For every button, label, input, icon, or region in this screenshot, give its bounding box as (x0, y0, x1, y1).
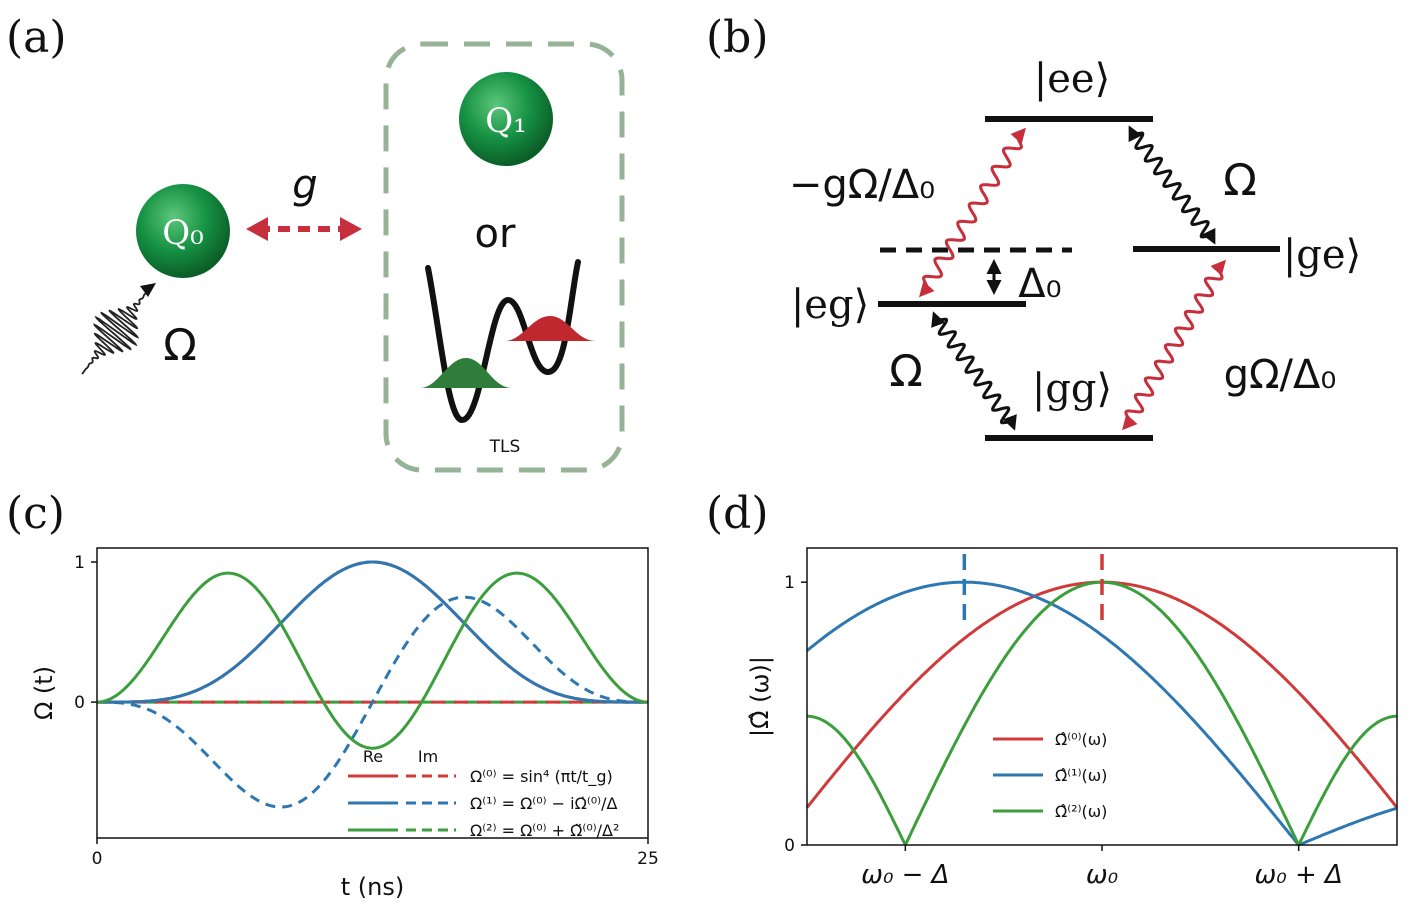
panel-d: (d) 0 1 ω₀ − Δ ω₀ ω₀ + Δ |Ω̂ (ω)| Ω̂⁽⁰⁾(ω) Ω̂⁽¹… (706, 488, 1399, 890)
plot-c: 0 1 0 25 t (ns) Ω (t) Re ImΩ⁽⁰⁾ = sin⁴ (πt/t_g)… (30, 547, 659, 901)
tls-label: TLS (489, 437, 521, 457)
panel-b: (b) |ee⟩ |ge⟩ |eg⟩ |gg⟩ Δ₀ −gΩ/Δ₀ gΩ/Δ₀ … (706, 12, 1361, 441)
panel-c-label: (c) (6, 488, 65, 539)
panel-c: (c) 0 1 0 25 t (ns) Ω (t) Re ImΩ⁽⁰⁾ = sin⁴ (πt/… (6, 488, 659, 901)
drive-wavepacket (81, 287, 151, 375)
qubit-q1-label: Q₁ (485, 101, 527, 141)
plot-d: 0 1 ω₀ − Δ ω₀ ω₀ + Δ |Ω̂ (ω)| Ω̂⁽⁰⁾(ω) Ω̂⁽¹⁾(ω)… (746, 547, 1399, 890)
drive-label: Ω (163, 320, 197, 371)
transition-ge-gg (1122, 259, 1226, 431)
series-omega1-re (97, 560, 648, 704)
x-tick-label: 0 (92, 849, 103, 869)
legend-entry: Ω̂⁽¹⁾(ω) (1055, 766, 1107, 785)
dashed-box (383, 41, 625, 473)
transition-eg-ee (919, 127, 1026, 298)
omega-upper-label: Ω (1223, 155, 1257, 206)
y-axis-label: Ω (t) (30, 666, 58, 720)
coupling-label: g (292, 162, 317, 208)
panel-a-label: (a) (6, 12, 67, 63)
x-axis-label: t (ns) (341, 873, 404, 901)
y-tick-label: 0 (784, 836, 795, 856)
panel-b-label: (b) (706, 12, 769, 63)
rate-left: −gΩ/Δ₀ (789, 162, 935, 208)
series-omega1-im (97, 595, 648, 809)
coupling-arrowhead-left (246, 217, 268, 241)
legend-entry: Ω⁽⁰⁾ = sin⁴ (πt/t_g) (470, 767, 613, 787)
y-tick-label: 0 (74, 693, 85, 713)
ket-ee: |ee⟩ (1034, 56, 1110, 102)
rate-right: gΩ/Δ₀ (1224, 352, 1337, 398)
qubit-q1: Q₁ (459, 72, 553, 166)
y-tick-label: 1 (74, 553, 85, 573)
panel-a: (a) Q₀ Q₁ g Ω or TLS (6, 12, 625, 473)
omega-lower-label: Ω (889, 346, 923, 397)
tls-ground-wavepacket (420, 358, 512, 388)
series-omega2-re (96, 571, 649, 750)
panel-d-label: (d) (706, 488, 769, 539)
qubit-q0-sphere (136, 184, 230, 278)
qubit-q1-sphere (459, 72, 553, 166)
y-tick-label: 1 (784, 573, 795, 593)
legend-header-im: Im (418, 747, 438, 766)
ket-ge: |ge⟩ (1283, 232, 1361, 278)
series-omega0-re (97, 560, 648, 704)
ket-eg: |eg⟩ (791, 282, 869, 328)
detuning-label: Δ₀ (1018, 261, 1061, 307)
or-text: or (475, 211, 516, 257)
qubit-q0: Q₀ (136, 184, 230, 278)
legend-header-re: Re (363, 747, 383, 766)
legend-entry: Ω⁽²⁾ = Ω⁽⁰⁾ + Ω̈⁽⁰⁾/Δ² (470, 821, 619, 840)
plot-c-frame (96, 547, 649, 839)
x-tick-label: 25 (637, 849, 659, 869)
coupling-arrowhead-right (340, 217, 362, 241)
double-well-potential (425, 259, 581, 424)
ket-gg: |gg⟩ (1032, 366, 1112, 412)
transition-ee-ge (1128, 125, 1216, 245)
legend-entry: Ω⁽¹⁾ = Ω⁽⁰⁾ − iΩ̇⁽⁰⁾/Δ (470, 794, 617, 813)
x-tick-label: ω₀ (1086, 860, 1119, 890)
y-axis-label: |Ω̂ (ω)| (746, 656, 774, 737)
tls-excited-wavepacket (505, 316, 596, 341)
qubit-q0-label: Q₀ (162, 213, 204, 253)
legend-entry: Ω̂⁽⁰⁾(ω) (1055, 730, 1107, 749)
drive-arrowhead (140, 283, 156, 297)
transition-eg-gg (931, 311, 1017, 431)
legend-entry: Ω̂⁽²⁾(ω) (1055, 802, 1107, 821)
x-tick-label: ω₀ − Δ (861, 860, 949, 890)
x-tick-label: ω₀ + Δ (1255, 860, 1343, 890)
